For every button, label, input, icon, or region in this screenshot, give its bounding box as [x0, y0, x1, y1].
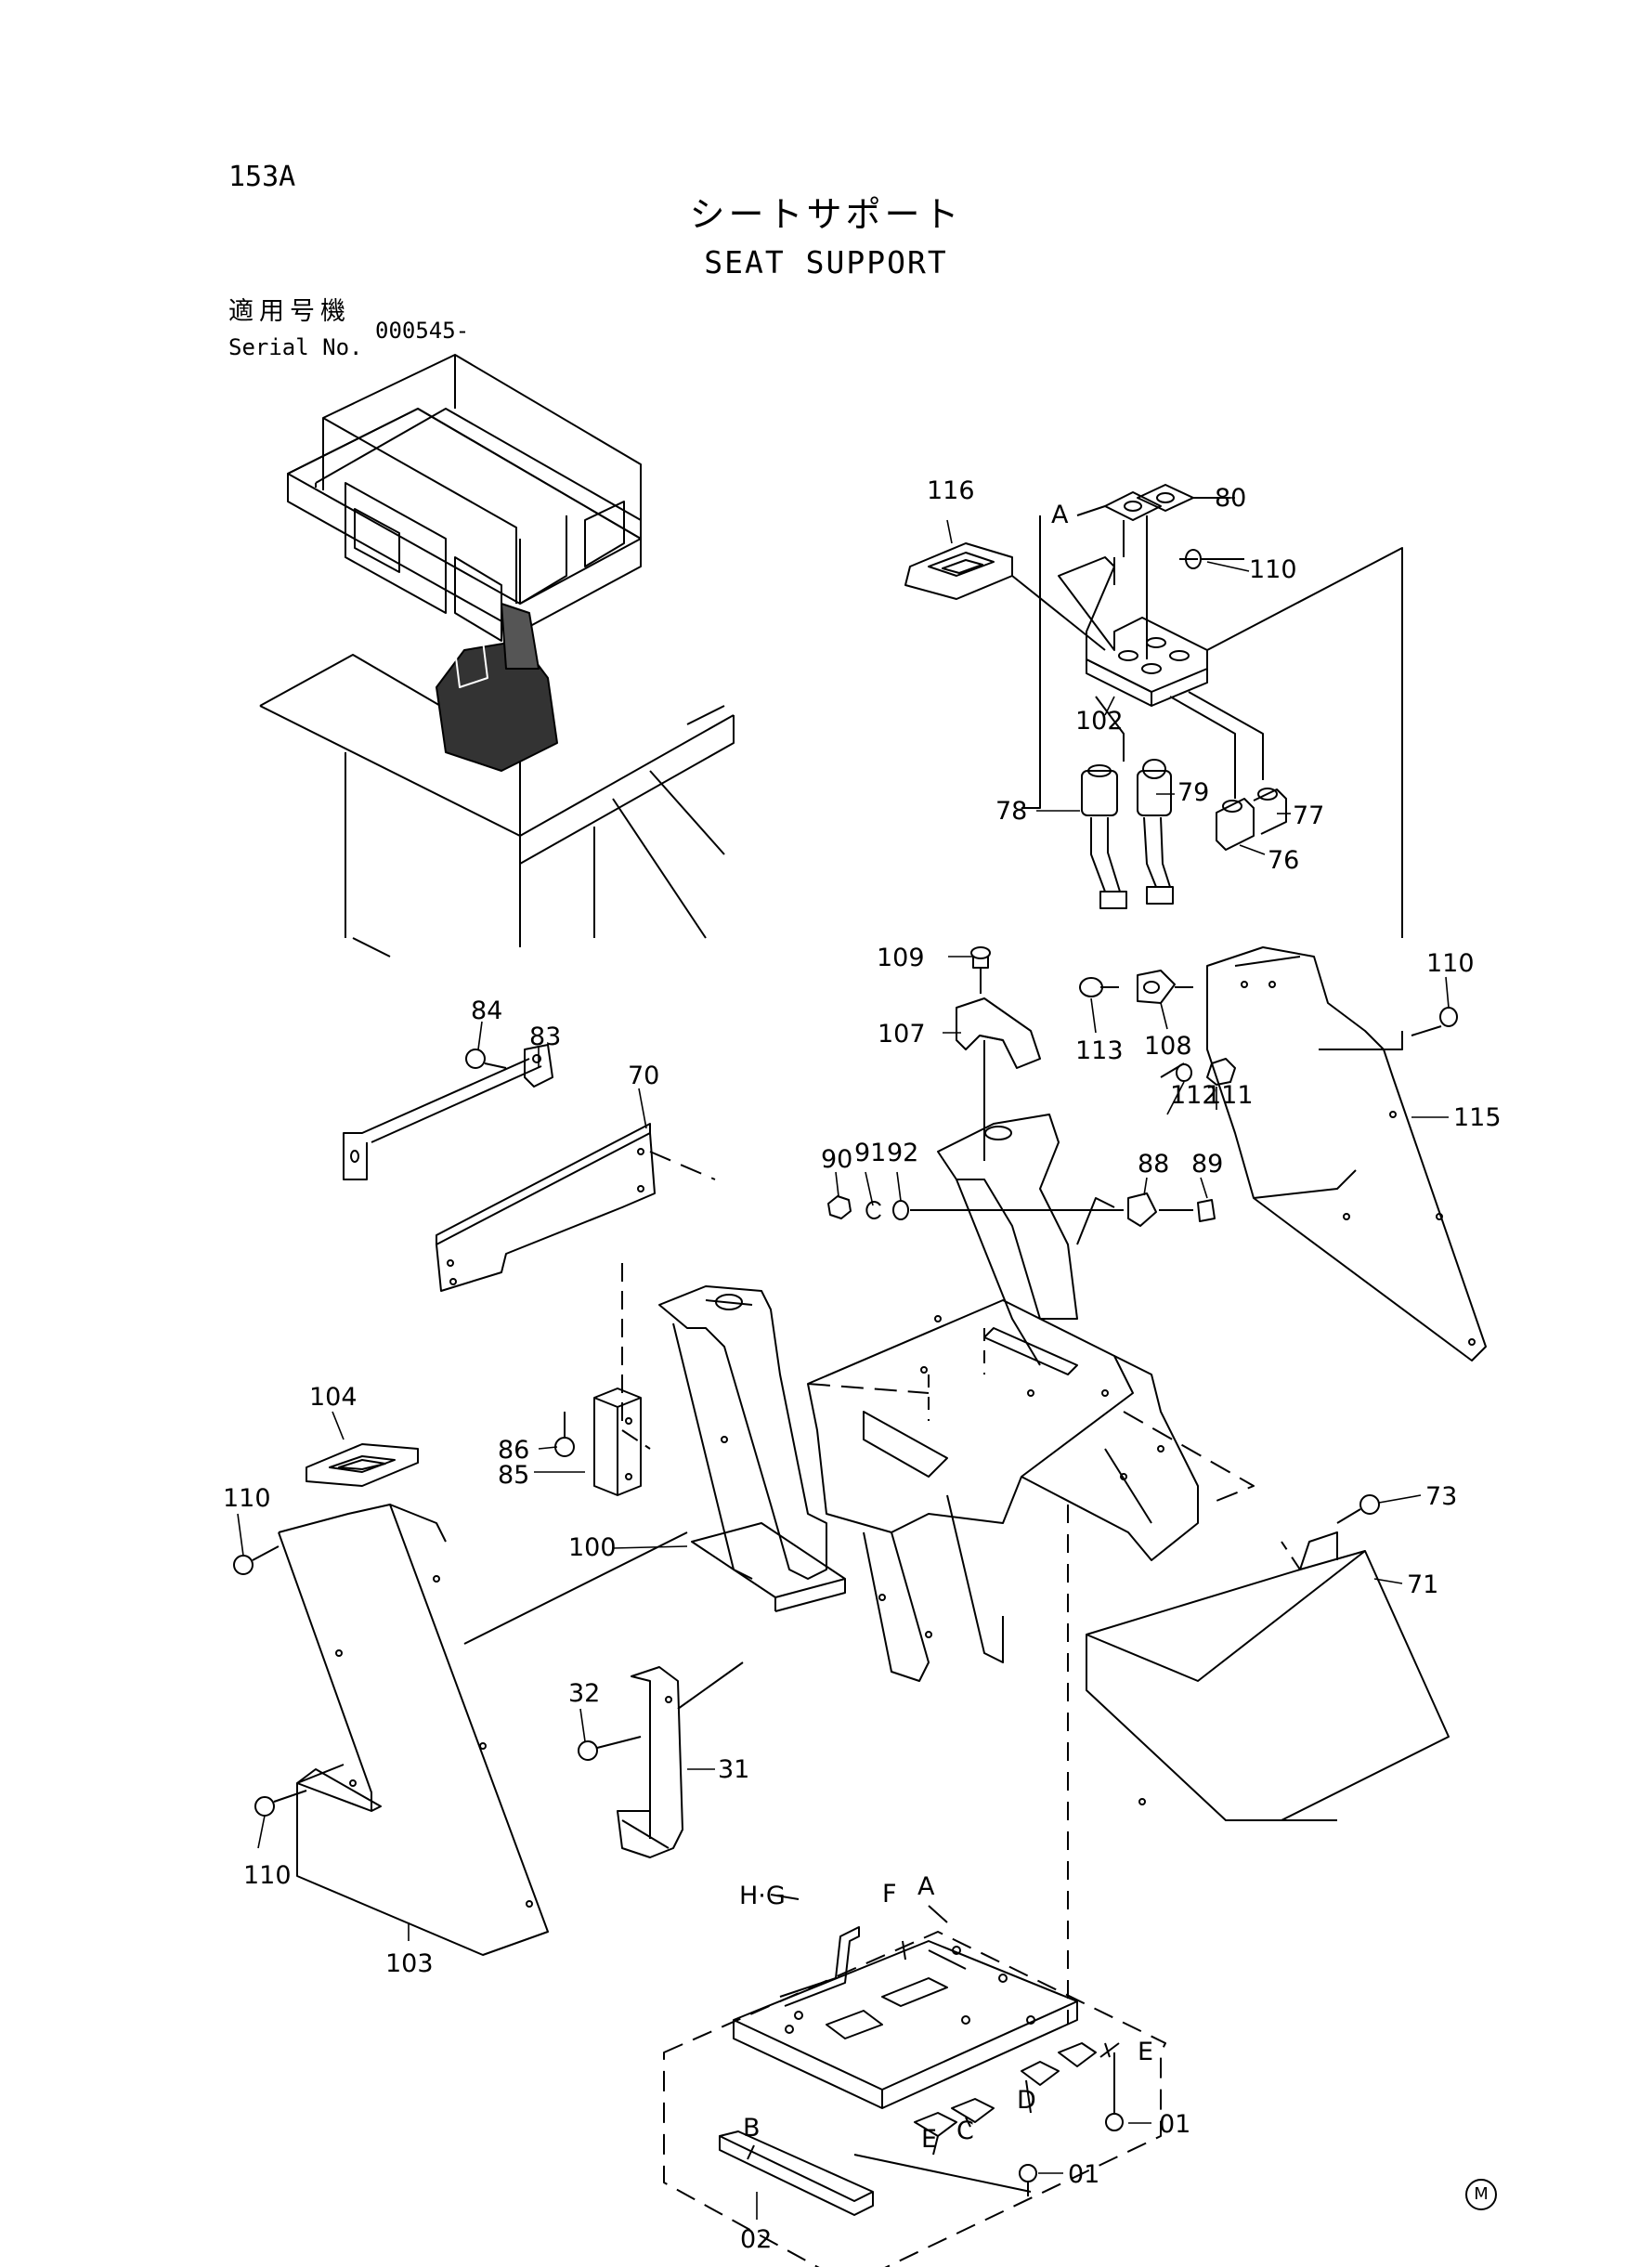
label-109: 109: [877, 944, 925, 972]
upper-right-components: [956, 946, 1487, 1362]
label-73: 73: [1425, 1482, 1457, 1511]
label-88: 88: [1138, 1150, 1169, 1179]
label-70: 70: [628, 1062, 659, 1090]
left-cover-assembly: [233, 1443, 688, 1956]
label-110-top: 110: [1249, 555, 1297, 584]
label-79: 79: [1177, 778, 1209, 807]
label-92: 92: [887, 1139, 918, 1167]
label-C: C: [956, 2117, 974, 2145]
label-76: 76: [1268, 846, 1299, 875]
label-D: D: [1017, 2086, 1036, 2115]
label-103: 103: [385, 1949, 434, 1978]
label-111: 111: [1205, 1081, 1254, 1110]
fasteners-center: [827, 1192, 1216, 1227]
label-31: 31: [718, 1755, 749, 1784]
label-112: 112: [1170, 1081, 1218, 1110]
label-107: 107: [878, 1020, 926, 1049]
switch-bracket-assembly: [904, 484, 1403, 938]
title-english: SEAT SUPPORT: [704, 244, 948, 280]
label-leader-lines: [237, 497, 1450, 2220]
part-labels: 116 A 80 110 102 78 79 77 76 109 107 113…: [223, 476, 1502, 2254]
machine-overview-illustration: [259, 354, 735, 958]
label-89: 89: [1191, 1150, 1223, 1179]
upper-left-components: [343, 1044, 716, 1292]
main-seat-frame: [621, 1114, 1255, 2025]
label-84: 84: [471, 997, 502, 1025]
label-77: 77: [1293, 801, 1324, 830]
label-86: 86: [498, 1436, 529, 1465]
label-110-right: 110: [1426, 949, 1475, 978]
label-91: 91: [854, 1139, 886, 1167]
label-90: 90: [821, 1145, 852, 1174]
serial-label-english: Serial No.: [228, 334, 363, 360]
label-A-top: A: [1051, 501, 1069, 529]
label-85: 85: [498, 1461, 529, 1490]
label-110-bottom: 110: [243, 1861, 292, 1890]
label-02: 02: [740, 2225, 772, 2254]
label-115: 115: [1453, 1103, 1502, 1132]
label-01-bottom: 01: [1068, 2160, 1099, 2189]
label-102: 102: [1075, 707, 1124, 736]
right-cover-71: [1086, 1494, 1450, 1821]
label-80: 80: [1215, 484, 1246, 513]
label-110-left: 110: [223, 1484, 271, 1513]
label-F: F: [882, 1880, 897, 1909]
label-A-bottom: A: [917, 1872, 935, 1901]
label-01-right: 01: [1159, 2110, 1190, 2139]
small-bracket-85: [554, 1388, 642, 1496]
bracket-31: [578, 1661, 744, 1858]
label-104: 104: [309, 1383, 358, 1412]
label-83: 83: [529, 1023, 561, 1051]
label-78: 78: [995, 797, 1027, 826]
label-100: 100: [568, 1533, 617, 1562]
serial-label-japanese: 適用号機: [228, 297, 351, 326]
serial-value: 000545-: [375, 318, 470, 344]
title-japanese: シートサポート: [689, 194, 963, 235]
label-E-bottom: E: [921, 2125, 937, 2154]
label-E-right: E: [1138, 2038, 1153, 2066]
label-108: 108: [1144, 1032, 1192, 1061]
label-B: B: [743, 2114, 761, 2143]
label-71: 71: [1407, 1570, 1438, 1599]
seat-slide-assembly-02: [663, 1894, 1166, 2267]
label-H-G: H·G: [739, 1882, 786, 1910]
page-number: 153A: [228, 161, 296, 193]
label-116: 116: [927, 476, 975, 505]
manufacturer-mark: M: [1465, 2179, 1497, 2210]
label-113: 113: [1075, 1036, 1124, 1065]
label-32: 32: [568, 1679, 600, 1708]
